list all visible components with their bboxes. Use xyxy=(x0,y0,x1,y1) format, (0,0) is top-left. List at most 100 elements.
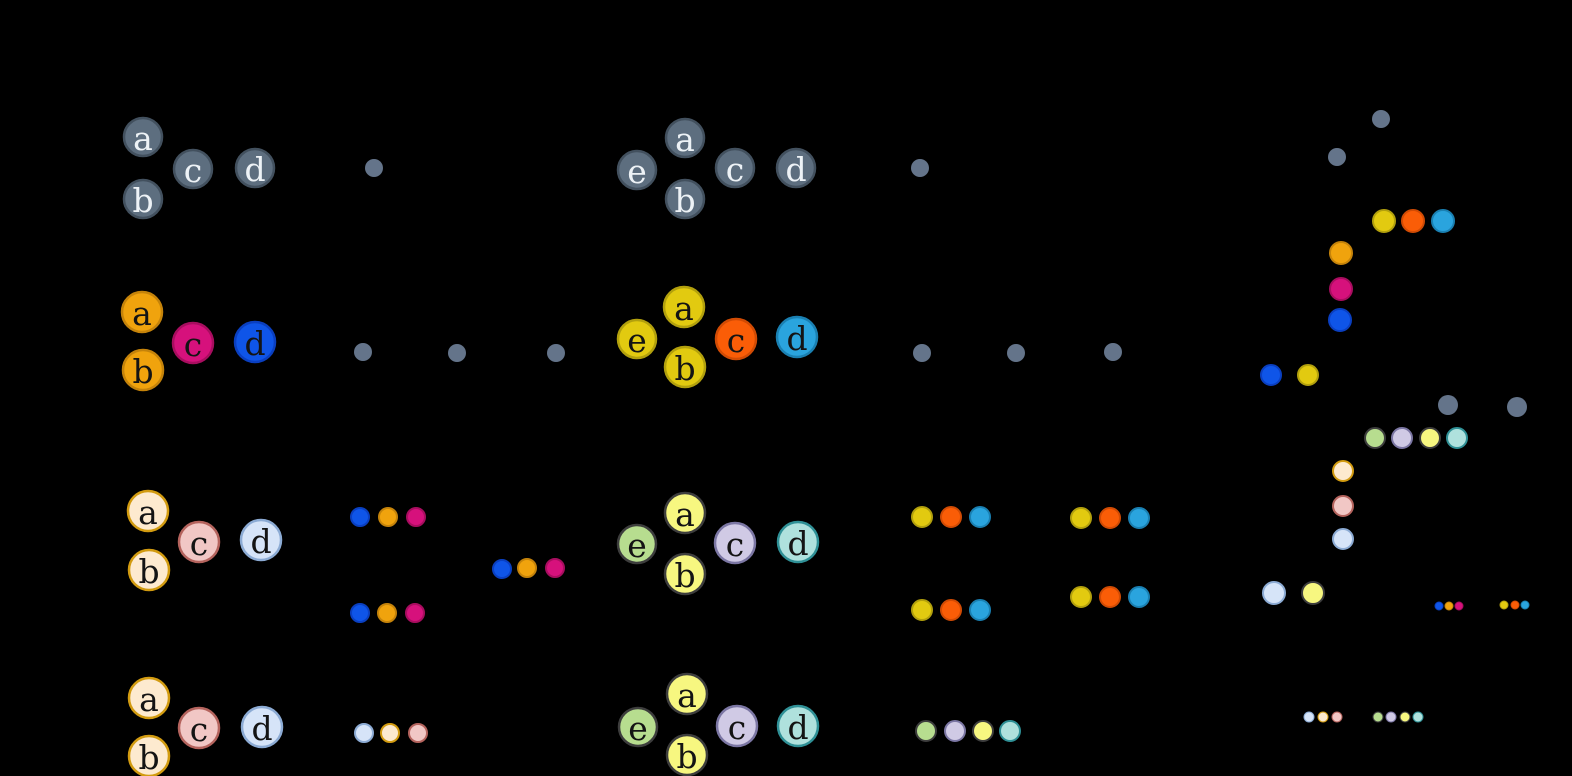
graph1-iter2-multiset-dots xyxy=(350,507,565,623)
graph-node-c xyxy=(713,521,757,565)
embedding-dot xyxy=(1434,601,1444,611)
graph-node-a xyxy=(664,117,706,159)
graph-node-d xyxy=(233,320,277,364)
graph-node-e xyxy=(616,523,658,565)
embedding-dot xyxy=(1331,711,1343,723)
graph-node-a xyxy=(662,285,706,329)
embedding-dot xyxy=(354,723,374,743)
graph-node-a xyxy=(665,672,709,716)
embedding-dot xyxy=(350,603,370,623)
graph-node-d xyxy=(776,520,820,564)
graph-node-e xyxy=(616,149,658,191)
embedding-dot xyxy=(1391,427,1413,449)
graph-node-c xyxy=(714,147,756,189)
embedding-dot xyxy=(1329,277,1353,301)
embedding-dot xyxy=(1520,600,1530,610)
embedding-dot xyxy=(1385,711,1397,723)
graph-node-b xyxy=(664,178,706,220)
embedding-dot xyxy=(940,599,962,621)
embedding-dot xyxy=(1262,581,1286,605)
embedding-dot xyxy=(1303,711,1315,723)
embedding-dot xyxy=(1317,711,1329,723)
graph-node-a xyxy=(127,676,171,720)
embedding-dot xyxy=(1297,364,1319,386)
embedding-dot xyxy=(1510,600,1520,610)
graph-node-d xyxy=(775,147,817,189)
embedding-dot xyxy=(915,720,937,742)
graph-node-d xyxy=(775,315,819,359)
embedding-dot xyxy=(1104,343,1122,361)
embedding-dot xyxy=(1372,711,1384,723)
graph-node-d xyxy=(234,147,276,189)
graph1-iter3-multiset-dots xyxy=(354,723,428,743)
embedding-dot xyxy=(1328,148,1346,166)
graph-node-b xyxy=(663,345,707,389)
embedding-dot xyxy=(1507,397,1527,417)
embedding-dot xyxy=(1399,711,1411,723)
embedding-dot xyxy=(380,723,400,743)
embedding-dot xyxy=(1444,601,1454,611)
embedding-dot xyxy=(1372,209,1396,233)
embedding-dot xyxy=(1329,241,1353,265)
embedding-dot xyxy=(377,603,397,623)
embedding-dot xyxy=(911,159,929,177)
embedding-dot xyxy=(940,506,962,528)
embedding-dot xyxy=(969,506,991,528)
graph-node-e xyxy=(616,318,658,360)
graph-node-c xyxy=(715,704,759,748)
graph-node-d xyxy=(239,518,283,562)
embedding-dot xyxy=(1332,528,1354,550)
graph-node-e xyxy=(617,706,659,748)
embedding-dot xyxy=(547,344,565,362)
embedding-dot xyxy=(492,559,512,579)
embedding-dot xyxy=(354,343,372,361)
graph2-iter3-multiset-dots xyxy=(915,720,1021,742)
embedding-dot xyxy=(1419,427,1441,449)
graph-node-b xyxy=(663,552,707,596)
embedding-dot xyxy=(1332,460,1354,482)
graph-node-a xyxy=(122,116,164,158)
embedding-dot xyxy=(1328,308,1352,332)
embedding-dot xyxy=(545,558,565,578)
embedding-dot xyxy=(1260,364,1282,386)
graph-node-d xyxy=(240,705,284,749)
embedding-dot xyxy=(972,720,994,742)
graph-node-b xyxy=(122,178,164,220)
graph1-iter1-embedding-dots xyxy=(354,343,565,362)
graph2-iter1-embedding-dots xyxy=(913,343,1122,362)
embedding-dot xyxy=(1431,209,1455,233)
embedding-dot xyxy=(1454,601,1464,611)
graph-node-b xyxy=(127,734,171,776)
graph-node-b xyxy=(121,348,165,392)
embedding-dot xyxy=(911,599,933,621)
graph-node-c xyxy=(172,148,214,190)
embedding-dot xyxy=(944,720,966,742)
embedding-dot xyxy=(1301,581,1325,605)
graph2-iter2-multiset-dots xyxy=(911,506,1150,621)
embedding-dot xyxy=(1332,495,1354,517)
graph-node-c xyxy=(714,317,758,361)
embedding-dot xyxy=(1446,427,1468,449)
graph1-iter0-embedding-dot xyxy=(365,159,383,177)
embedding-dot xyxy=(1401,209,1425,233)
embedding-dot xyxy=(1438,395,1458,415)
graph-node-a xyxy=(120,290,164,334)
embedding-dot xyxy=(1364,427,1386,449)
embedding-dot xyxy=(913,344,931,362)
embedding-dot xyxy=(1128,586,1150,608)
graph-node-c xyxy=(177,520,221,564)
graph2-iter0-embedding-dot xyxy=(911,159,929,177)
embedding-dot xyxy=(365,159,383,177)
graph-node-b xyxy=(665,733,709,776)
embedding-dot xyxy=(1499,600,1509,610)
embedding-dot xyxy=(405,603,425,623)
embedding-dot xyxy=(517,558,537,578)
embedding-dot xyxy=(448,344,466,362)
embedding-dot xyxy=(999,720,1021,742)
embedding-dot xyxy=(1128,507,1150,529)
embedding-dot xyxy=(1070,507,1092,529)
embedding-dot xyxy=(969,599,991,621)
embedding-dot xyxy=(406,507,426,527)
